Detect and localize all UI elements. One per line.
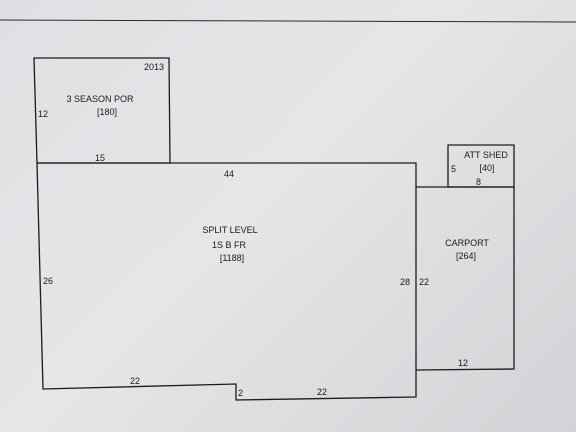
main-dim-bottom-left: 22 — [130, 376, 140, 386]
main-house-outline — [36, 162, 417, 401]
porch-dim-bottom: 15 — [95, 153, 105, 163]
carport-outline — [415, 186, 515, 371]
main-area: [1188] — [220, 253, 244, 263]
carport-dim-bottom: 12 — [458, 358, 468, 368]
carport-name: CARPORT — [445, 238, 489, 248]
carport-dim-side: 22 — [419, 277, 429, 287]
porch-name: 3 SEASON POR — [66, 94, 134, 104]
main-name-1: SPLIT LEVEL — [202, 225, 257, 235]
shed-outline — [447, 144, 515, 188]
main-dim-left: 26 — [43, 276, 53, 286]
frame-top-line — [0, 19, 576, 23]
main-dim-top: 44 — [224, 169, 234, 179]
porch-area: [180] — [97, 107, 117, 117]
shed-dim-bottom: 8 — [476, 177, 481, 187]
main-dim-step: 2 — [238, 388, 243, 398]
main-name-2: 1S B FR — [212, 240, 247, 250]
main-dim-bottom-right: 22 — [317, 387, 327, 397]
porch-dim-side: 12 — [38, 109, 48, 119]
porch-year: 2013 — [144, 62, 164, 72]
shed-name: ATT SHED — [464, 150, 508, 160]
carport-area: [264] — [456, 251, 476, 261]
shed-area: [40] — [479, 163, 494, 173]
main-dim-right: 28 — [400, 277, 410, 287]
shed-dim-side: 5 — [451, 164, 456, 174]
